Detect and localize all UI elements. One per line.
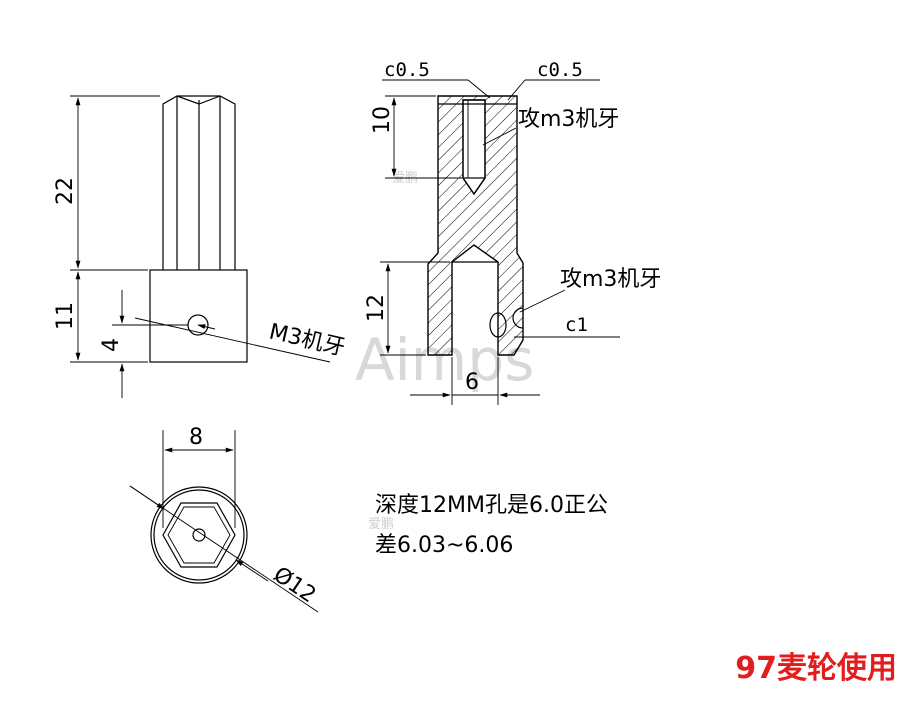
leader-line [519,289,566,313]
hex-shaft-outline [162,95,236,270]
dim-label-bore-depth: 12 [364,294,389,322]
dim-label-hole-offset: 4 [99,338,124,352]
bottom-chamfer-label: c1 [565,314,588,336]
outer-circle-chamfer [153,489,245,581]
center-hole [192,528,206,542]
top-tapped-hole [462,99,486,179]
tolerance-note-line-1: 深度12MM孔是6.0正公 [375,493,608,518]
head-block [149,269,248,363]
dim-label-head-height: 11 [53,302,78,330]
dim-label-shaft-length: 22 [53,177,78,205]
watermark-small-text: 爱鹏 [368,517,394,532]
watermark-small-text: 爱鹏 [392,171,418,186]
side-tapped-hole [512,307,524,329]
hex-outline [162,502,236,568]
thread-callout-label: M3机牙 [267,319,348,361]
diameter-arrow [129,485,165,510]
hex-inner-outline [167,506,231,564]
side-tap-label: 攻m3机牙 [560,267,661,292]
outer-circle [150,486,248,584]
section-view: c0.5 c0.5 攻m3机牙 10 12 攻m3机牙 c1 6 [364,59,661,405]
leader-line [482,127,517,146]
dim-label-bore-diameter: 6 [465,370,479,395]
usage-label: 97麦轮使用 [735,651,897,686]
diameter-arrow [235,559,269,582]
chamfer-label-left: c0.5 [384,59,430,81]
dim-label-outer-diameter: Ø12 [269,562,321,608]
tolerance-note-line-2: 差6.03~6.06 [375,533,513,558]
dim-label-top-hole-depth: 10 [370,106,395,134]
hex-shaft-top [176,95,221,105]
end-view: 8 Ø12 [129,425,321,613]
top-tap-label: 攻m3机牙 [518,107,619,132]
chamfer-label-right: c0.5 [537,59,583,81]
side-view: 22 11 4 M3机牙 [53,95,348,398]
section-hatched-body [427,95,524,356]
dim-label-hex-width: 8 [189,425,203,450]
thread-leader-arrow [197,324,216,330]
drill-point [462,177,486,196]
leader-line [467,79,491,99]
side-hole-section [489,312,507,338]
leader-line [507,79,526,101]
